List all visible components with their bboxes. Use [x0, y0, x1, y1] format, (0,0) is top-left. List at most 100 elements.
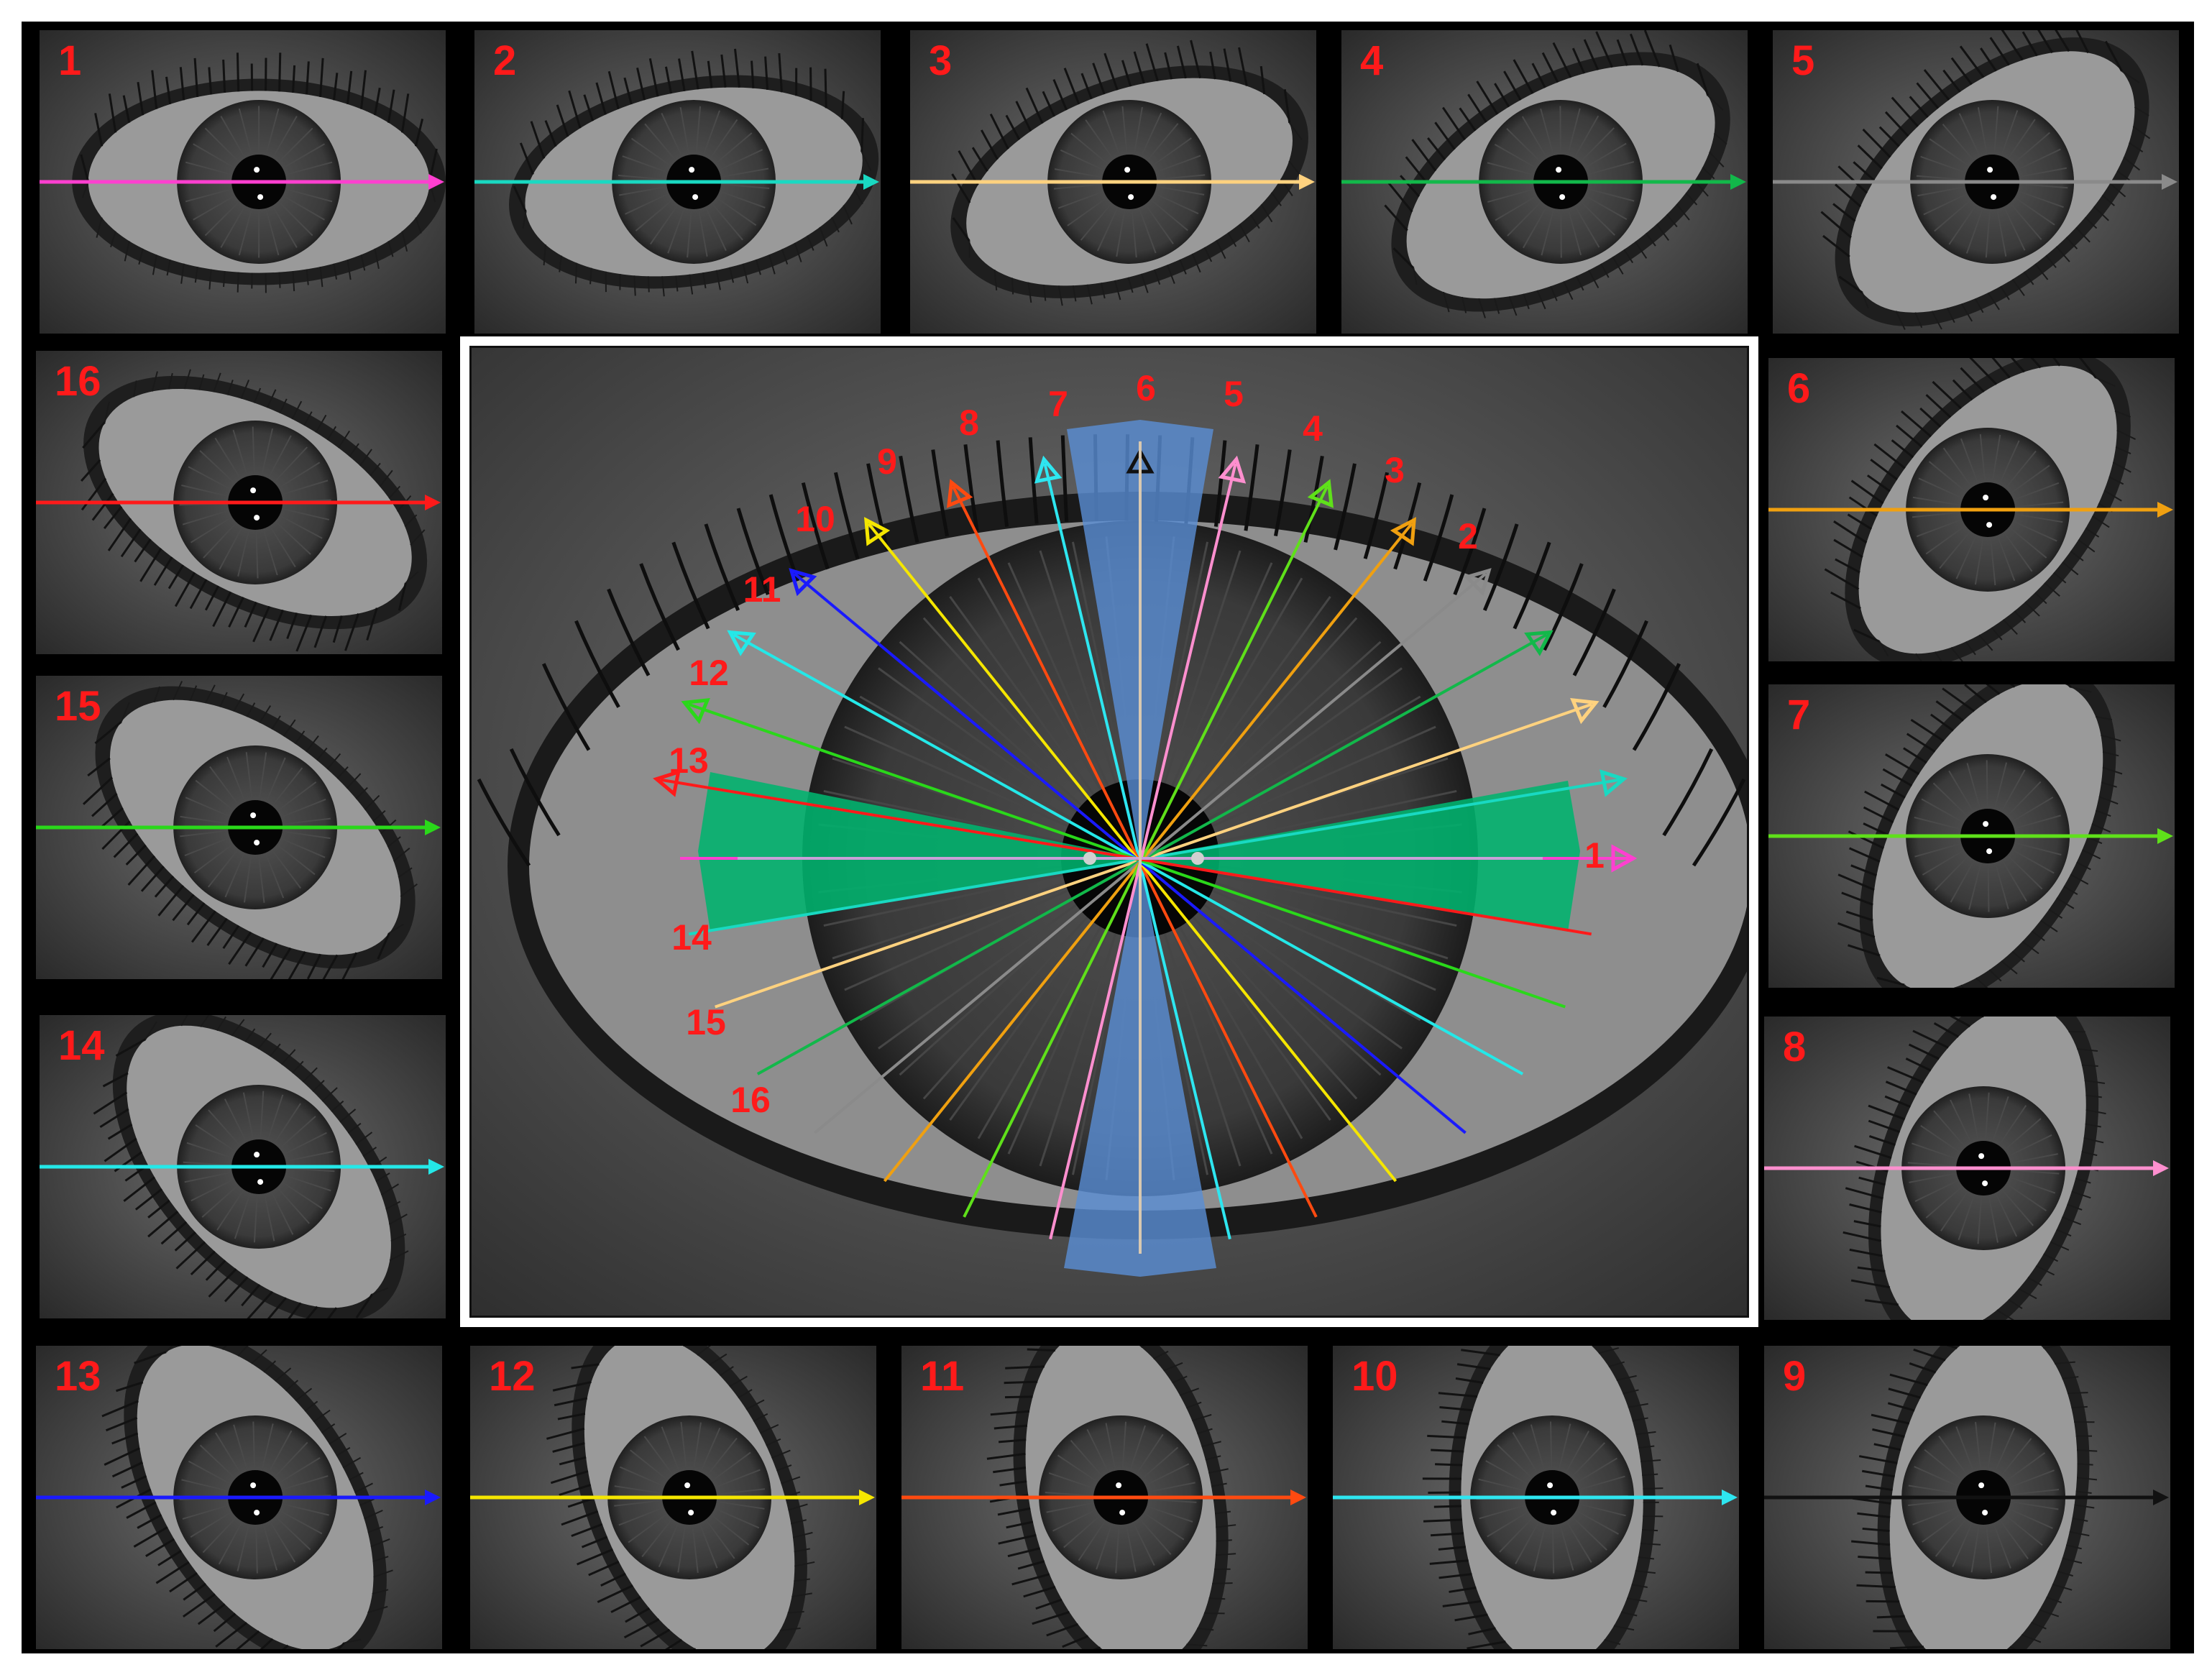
- eyelash: [990, 1410, 1030, 1416]
- iris-fiber: [696, 1427, 721, 1482]
- eyelash: [179, 67, 185, 101]
- eyelash: [1857, 1266, 1886, 1272]
- glint: [254, 1152, 260, 1158]
- eyelash: [1428, 1491, 1461, 1494]
- eyelash: [1438, 1392, 1478, 1398]
- iris-fiber: [272, 798, 326, 822]
- eyelash: [1186, 1643, 1208, 1647]
- iris-fiber: [214, 437, 247, 488]
- eyelash: [2062, 1216, 2082, 1226]
- iris-fiber: [614, 1498, 672, 1507]
- eyelash: [137, 81, 144, 116]
- iris-fiber: [1494, 143, 1546, 174]
- iris-fiber: [1958, 1185, 1978, 1241]
- eyelash: [2043, 1253, 2058, 1262]
- eyelash: [1191, 1413, 1212, 1422]
- iris-fiber: [1923, 188, 1976, 216]
- iris-fiber: [1912, 496, 1970, 508]
- eyelash: [2035, 1265, 2055, 1276]
- eyelash: [2021, 940, 2039, 955]
- iris-fiber: [679, 106, 692, 165]
- eyelash: [720, 54, 727, 88]
- eyelash: [215, 1622, 248, 1648]
- iris-fiber: [208, 1109, 248, 1154]
- eyelash: [367, 1525, 384, 1533]
- iris-fiber: [193, 838, 242, 873]
- iris-fiber: [1487, 1506, 1537, 1538]
- meridian-arrowhead: [1730, 174, 1746, 190]
- eyelash: [1334, 463, 1357, 551]
- eyelash: [1830, 591, 1861, 610]
- eyelash: [1904, 984, 1917, 988]
- iris-fiber: [1115, 1515, 1121, 1574]
- eyelash: [1214, 1510, 1231, 1515]
- eyelash: [1950, 57, 1973, 86]
- eyelash: [1035, 1598, 1063, 1610]
- iris-fiber: [1178, 577, 1303, 791]
- eyelash: [208, 67, 213, 95]
- iris-fiber: [1914, 1175, 1968, 1202]
- iris-fiber: [832, 881, 1065, 960]
- iris-fiber: [1217, 789, 1457, 843]
- tile-1: 1: [40, 30, 446, 334]
- eyelash: [191, 910, 216, 943]
- eyelash: [2115, 446, 2131, 454]
- eyelash: [321, 1087, 338, 1102]
- eyelash: [1100, 283, 1106, 299]
- eyelash: [2042, 358, 2061, 367]
- eyelash: [204, 684, 216, 704]
- iris-fiber: [1096, 1514, 1116, 1570]
- iris-fiber: [1990, 1428, 2015, 1482]
- eyelash: [1259, 65, 1266, 95]
- iris-fiber: [1567, 1505, 1619, 1535]
- iris-fiber: [209, 766, 245, 814]
- eye-photo: [901, 1346, 1308, 1649]
- eyelash: [2027, 1277, 2042, 1287]
- glint: [692, 194, 699, 201]
- glint: [254, 1510, 260, 1516]
- eyelash: [87, 757, 111, 777]
- eyelash: [157, 885, 185, 917]
- iris-fiber: [1996, 769, 2026, 821]
- meridian-arrowhead: [859, 1490, 875, 1505]
- iris-fiber: [1988, 1096, 2009, 1152]
- eyelash: [559, 255, 562, 272]
- iris-fiber: [2000, 1469, 2055, 1492]
- eyelash: [370, 1538, 390, 1548]
- eyelash: [571, 1523, 603, 1538]
- eyelash: [2065, 1544, 2082, 1550]
- eyelash: [291, 400, 303, 420]
- iris-fiber: [1198, 910, 1382, 1076]
- iris-fiber: [1920, 155, 1975, 177]
- eyelash: [1541, 52, 1559, 83]
- eyelash: [600, 1572, 626, 1587]
- eyelash: [183, 1593, 216, 1618]
- eye-photo: [40, 30, 446, 334]
- glint: [250, 1482, 257, 1489]
- eyelash: [219, 692, 228, 707]
- eyelash: [344, 613, 359, 651]
- eyelash: [1889, 1373, 1928, 1386]
- eyelash: [704, 523, 740, 611]
- meridian-arrowhead: [1290, 1490, 1306, 1505]
- eyelash: [1616, 39, 1628, 66]
- eyelash: [1975, 977, 1992, 988]
- iris-fiber: [1909, 1170, 1966, 1183]
- eyelash: [2069, 1531, 2090, 1537]
- iris-fiber: [1988, 528, 1996, 586]
- eyelash: [1871, 1413, 1910, 1425]
- iris-fiber: [185, 797, 239, 821]
- eyelash: [1164, 52, 1173, 80]
- eyelash: [1604, 1638, 1621, 1646]
- glint: [254, 840, 260, 846]
- eyelash: [2052, 1583, 2073, 1591]
- eyelash: [843, 205, 853, 225]
- eyelash: [1274, 449, 1292, 536]
- eyelash: [1912, 1029, 1949, 1049]
- iris-fiber: [1134, 198, 1157, 254]
- eyelash: [279, 398, 288, 414]
- eyelash: [1865, 1571, 1894, 1574]
- eyelash: [2078, 539, 2096, 553]
- eyelash: [1060, 435, 1069, 522]
- eyelash: [1964, 684, 1987, 704]
